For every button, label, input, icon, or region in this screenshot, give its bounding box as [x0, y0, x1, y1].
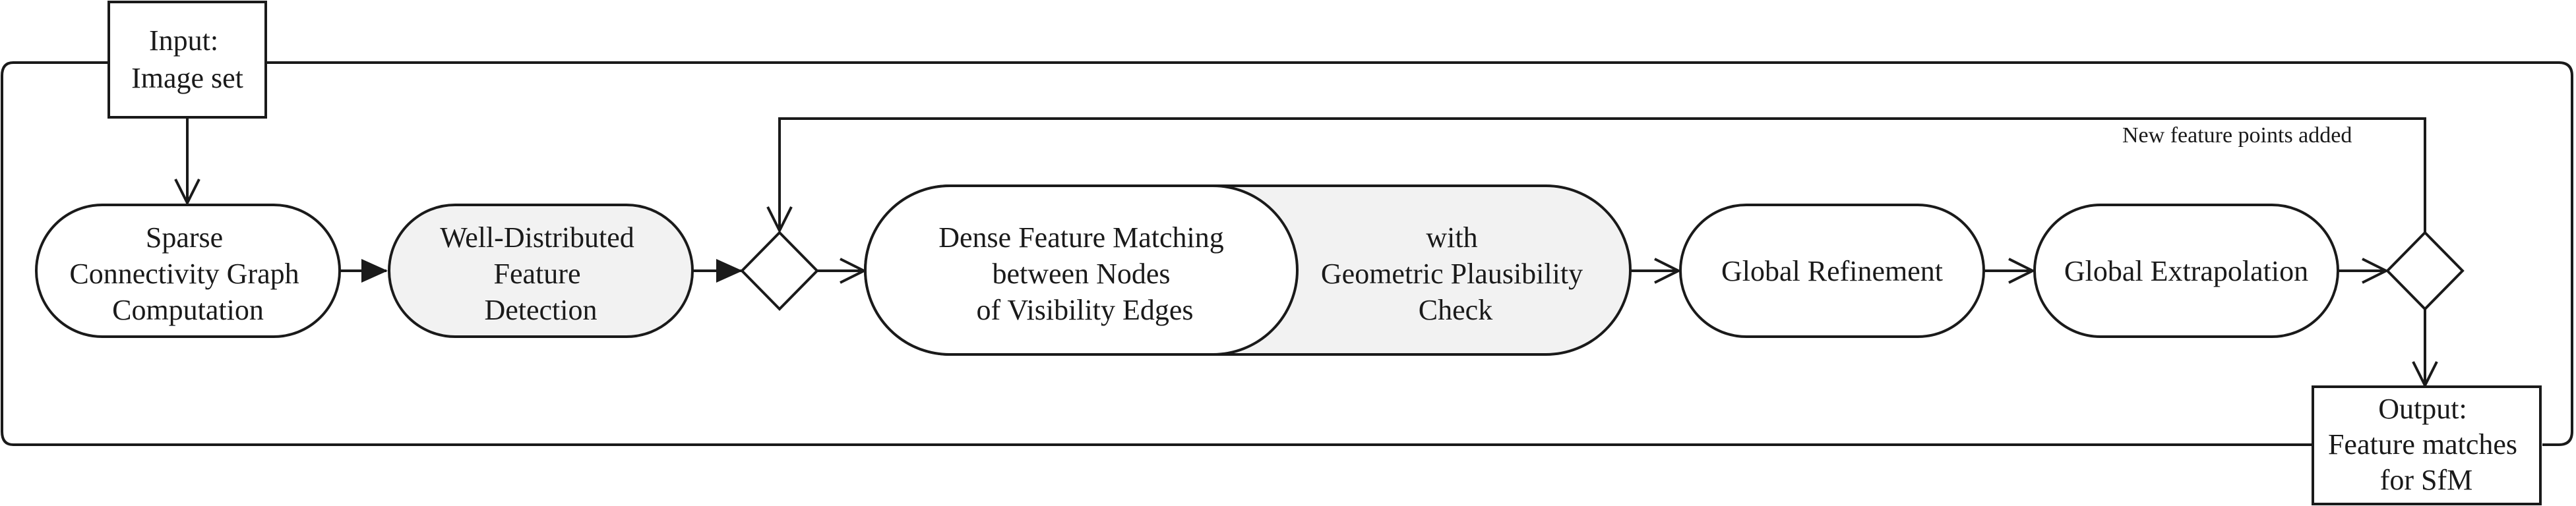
loop-decision-diamond	[2385, 231, 2465, 311]
input-node: Input: Image set	[107, 1, 267, 119]
global-refinement-node: Global Refinement	[1679, 204, 1985, 338]
detection-label-line-2: Feature	[494, 258, 581, 290]
dense-left-label-line-2: between Nodes	[992, 258, 1170, 290]
sparse-label-line-2: Connectivity Graph	[69, 258, 299, 290]
refinement-label: Global Refinement	[1721, 255, 1943, 287]
output-label-line-1: Output:	[2378, 393, 2467, 425]
dense-left-label-line-3: of Visibility Edges	[977, 294, 1194, 326]
detection-label-line-1: Well-Distributed	[440, 221, 634, 254]
dense-right-label-line-1: with	[1426, 221, 1477, 254]
output-label-line-3: for SfM	[2380, 464, 2473, 496]
svg-text:Dense Feature Matching b: Dense Feature Matching between Nodes of …	[938, 221, 1231, 326]
dense-matching-node: Dense Feature Matching between Nodes of …	[864, 184, 1632, 356]
svg-text:Sparse Connectivity Grap: Sparse Connectivity Graph Computation	[69, 221, 306, 326]
input-label-line-2: Image set	[131, 62, 243, 94]
output-node: Output: Feature matches for SfM	[2312, 385, 2542, 505]
sparse-label-line-3: Computation	[112, 294, 264, 326]
loop-label: New feature points added	[2122, 123, 2352, 148]
extrapolation-label: Global Extrapolation	[2064, 255, 2308, 287]
sparse-label-line-1: Sparse	[146, 221, 223, 254]
svg-text:with Geometric Plausibil: with Geometric Plausibility Check	[1321, 221, 1590, 326]
detection-label-line-3: Detection	[484, 294, 597, 326]
svg-text:Output: Feature matches: Output: Feature matches for SfM	[2328, 393, 2525, 496]
dense-left-label-line-1: Dense Feature Matching	[938, 221, 1224, 254]
svg-text:Input: Image set: Input: Image set	[131, 24, 243, 94]
feature-detection-node: Well-Distributed Feature Detection	[388, 204, 694, 338]
input-label-line-1: Input:	[149, 24, 218, 57]
global-extrapolation-node: Global Extrapolation	[2033, 204, 2339, 338]
merge-decision-diamond	[740, 231, 819, 311]
dense-right-label-line-3: Check	[1419, 294, 1492, 326]
sparse-graph-node: Sparse Connectivity Graph Computation	[35, 204, 341, 338]
output-label-line-2: Feature matches	[2328, 428, 2517, 461]
loop-back-arrow	[780, 117, 2426, 233]
svg-text:Well-Distributed Feature: Well-Distributed Feature Detection	[440, 221, 642, 326]
dense-right-label-line-2: Geometric Plausibility	[1321, 258, 1583, 290]
outer-frame	[0, 61, 2573, 446]
